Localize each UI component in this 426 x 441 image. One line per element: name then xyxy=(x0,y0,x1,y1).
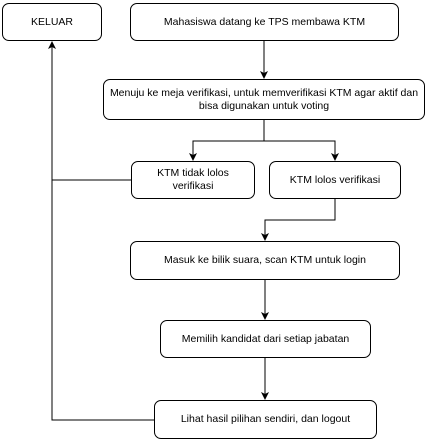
node-pilih-label: Memilih kandidat dari setiap jabatan xyxy=(181,332,350,345)
edge-lolos-to-bilik xyxy=(261,199,336,241)
node-menuju-label: Menuju ke meja verifikasi, untuk memveri… xyxy=(109,86,419,112)
node-memilih-kandidat: Memilih kandidat dari setiap jabatan xyxy=(160,320,371,358)
node-lolos-label: KTM lolos verifikasi xyxy=(289,173,381,186)
node-datang-ke-tps: Mahasiswa datang ke TPS membawa KTM xyxy=(130,3,399,41)
edge-menuju-to-tidak-lolos xyxy=(189,120,265,161)
node-tidak-lolos-label: KTM tidak lolos verifikasi xyxy=(157,167,229,192)
node-bilik-label: Masuk ke bilik suara, scan KTM untuk log… xyxy=(164,254,366,266)
node-hasil-label: Lihat hasil pilihan sendiri, dan logout xyxy=(180,413,351,425)
node-datang-label: Mahasiswa datang ke TPS membawa KTM xyxy=(163,15,366,28)
node-masuk-bilik-suara: Masuk ke bilik suara, scan KTM untuk log… xyxy=(130,241,400,280)
node-menuju-meja-verifikasi: Menuju ke meja verifikasi, untuk memveri… xyxy=(103,79,425,120)
node-ktm-lolos: KTM lolos verifikasi xyxy=(269,161,401,199)
node-keluar-label: KELUAR xyxy=(30,15,73,28)
edge-hasil-to-keluar xyxy=(51,180,154,421)
edge-menuju-to-lolos xyxy=(264,140,339,161)
node-lihat-hasil-logout: Lihat hasil pilihan sendiri, dan logout xyxy=(154,400,377,439)
node-keluar: KELUAR xyxy=(2,3,102,41)
node-ktm-tidak-lolos: KTM tidak lolos verifikasi xyxy=(131,161,255,199)
